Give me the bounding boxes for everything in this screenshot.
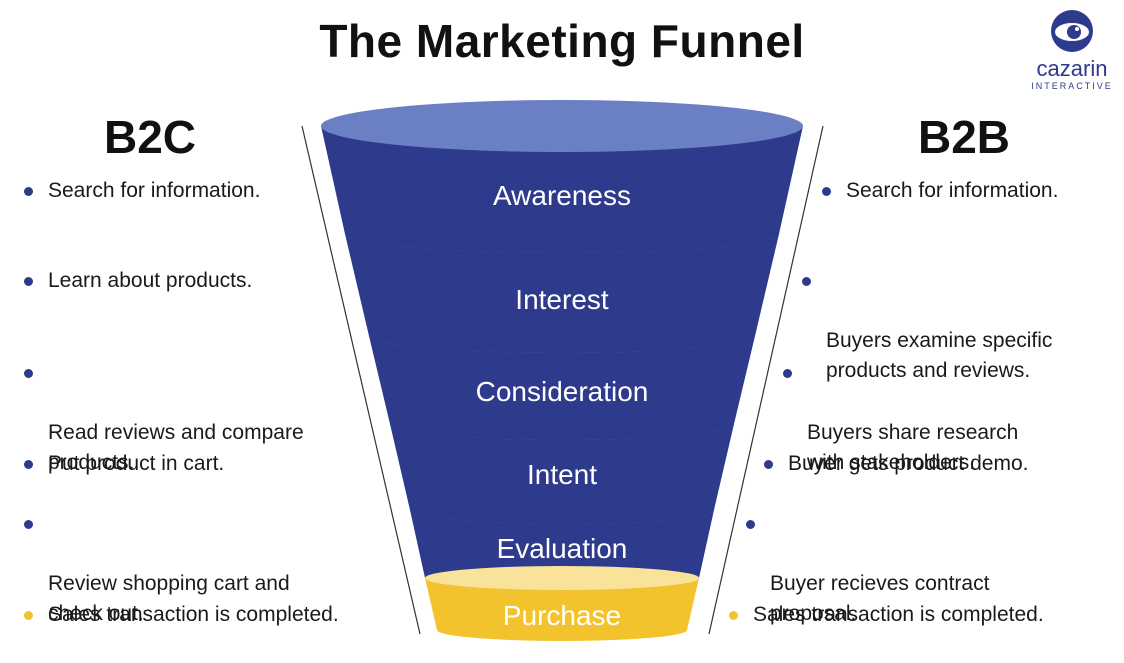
b2b-item: Buyers share research with stakeholders. [783, 358, 1018, 478]
b2c-item-text: Search for information. [48, 179, 261, 202]
company-logo: cazarin INTERACTIVE [1022, 8, 1122, 104]
left-guide-line [301, 125, 421, 635]
stage-label-awareness: Awareness [493, 180, 631, 211]
bullet-dot [24, 520, 33, 529]
bullet-dot [24, 611, 33, 620]
bullet-dot [24, 187, 33, 196]
bullet-dot [822, 187, 831, 196]
b2b-item-text: Buyer recieves contract proposal. [770, 572, 990, 625]
logo-name: cazarin [1036, 56, 1108, 81]
b2b-item: Buyer gets product demo. [764, 449, 1028, 479]
b2c-heading: B2C [104, 111, 197, 163]
b2c-item-text: Review shopping cart and check out. [48, 572, 290, 625]
b2b-item: Buyer recieves contract proposal. [746, 509, 989, 629]
bullet-dot [764, 460, 773, 469]
b2c-item-text: Learn about products. [48, 269, 253, 292]
funnel-stage-awareness [321, 100, 803, 253]
bullet-dot [24, 277, 33, 286]
stage-label-interest: Interest [515, 284, 609, 315]
b2b-item: Buyers examine specific products and rev… [802, 266, 1052, 386]
b2b-item: Search for information. [822, 176, 1058, 206]
b2c-item-text: Read reviews and compare products. [48, 421, 304, 474]
funnel-stage-purchase [425, 566, 699, 641]
bullet-dot [746, 520, 755, 529]
bullet-dot [802, 277, 811, 286]
b2b-item-text: Buyers examine specific products and rev… [826, 329, 1053, 382]
b2b-item-text: Buyer gets product demo. [788, 452, 1029, 475]
page-title: The Marketing Funnel [319, 15, 805, 67]
b2b-item: Sales transaction is completed. [729, 600, 1044, 630]
b2c-item: Search for information. [24, 176, 260, 206]
stage-label-intent: Intent [527, 459, 597, 490]
b2c-item: Read reviews and compare products. [24, 358, 304, 478]
stage-label-evaluation: Evaluation [497, 533, 628, 564]
bullet-dot [729, 611, 738, 620]
stage-label-purchase: Purchase [503, 600, 621, 631]
b2b-item-text: Sales transaction is completed. [753, 603, 1044, 626]
logo-subtitle: INTERACTIVE [1031, 81, 1113, 91]
right-guide-line [708, 125, 824, 635]
b2c-item-text: Sales transaction is completed. [48, 603, 339, 626]
b2b-heading: B2B [918, 111, 1011, 163]
b2b-item-text: Search for information. [846, 179, 1059, 202]
b2b-item-text: Buyers share research with stakeholders. [807, 421, 1019, 474]
b2c-item-text: Put product in cart. [48, 452, 225, 475]
stage-label-consideration: Consideration [476, 376, 649, 407]
b2c-item: Sales transaction is completed. [24, 600, 339, 630]
b2c-item: Learn about products. [24, 266, 252, 296]
eye-logo-icon [1051, 10, 1093, 52]
bullet-dot [24, 369, 33, 378]
b2c-item: Put product in cart. [24, 449, 224, 479]
b2c-item: Review shopping cart and check out. [24, 509, 290, 629]
bullet-dot [783, 369, 792, 378]
bullet-dot [24, 460, 33, 469]
